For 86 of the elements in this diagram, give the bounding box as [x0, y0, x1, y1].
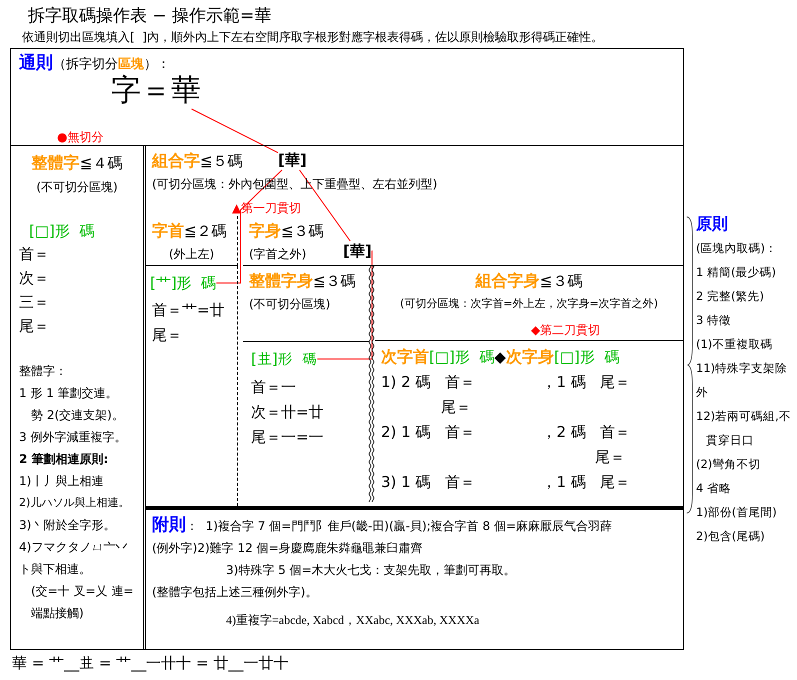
body-text: 2) 1 碼 首＝ ，2 碼 首＝: [381, 422, 630, 443]
body-text: 2)難字 12 個=身慶廌鹿朱粦龜黽兼臼肅齊: [197, 540, 423, 557]
heading-text: 次字身: [506, 346, 554, 368]
body-text: 首＝: [19, 244, 49, 265]
body-text: ≦５碼: [200, 151, 243, 172]
body-text: 2)包含(尾碼): [696, 528, 766, 545]
body-text: 2)儿ハソル與上相連。: [19, 495, 130, 511]
body-text: 2 完整(繁先): [696, 288, 765, 305]
body-text: 三＝: [19, 292, 49, 313]
body-text: 3 例外字減重複字。: [19, 429, 126, 446]
shape-code-text: [艹]形 碼: [150, 272, 216, 294]
note-text: (不可切分區塊): [249, 296, 330, 313]
heading-text: 字身: [249, 220, 281, 242]
body-text: ： 1)複合字 7 個=門鬥阝隹戶(畿-田)(贏-貝);複合字首 8 個=麻麻厭辰气合羽薛: [186, 518, 612, 535]
note-text: ▲第一刀貫切: [232, 200, 302, 217]
body-text: (例外字): [152, 540, 198, 557]
body-text: 整體字：: [19, 363, 67, 380]
body-text: 首＝一: [251, 377, 296, 398]
body-text: 4 省略: [696, 480, 732, 497]
body-text: 3)特殊字 5 個=木大火七戈：支架先取，筆劃可再取。: [226, 562, 516, 579]
formula-text: 字＝華: [111, 73, 201, 109]
heading-text: 整體字身: [249, 270, 313, 292]
body-text: 3) 1 碼 首＝ ，1 碼 尾＝: [381, 472, 630, 493]
body-text: 3 特徵: [696, 312, 732, 329]
body-text: 尾＝: [152, 325, 182, 346]
body-text: ≦４碼: [80, 153, 122, 174]
body-text: 勢 2(交連支架)。: [31, 407, 124, 424]
connector-line: [191, 108, 278, 154]
body-text: 尾＝: [441, 397, 471, 418]
heading-text: 整體字: [32, 152, 80, 174]
body-text: 次＝卄=廿: [251, 402, 324, 423]
title-text: 拆字取碼操作表 − 操作示範=華: [28, 5, 272, 27]
heading-text: 組合字: [152, 150, 200, 172]
body-text: 區塊: [118, 56, 144, 74]
heading-text: 次字首: [381, 346, 429, 368]
body-text: 1)部份(首尾間): [696, 504, 778, 521]
instruction-text: 依通則切出區塊填入[ ]內，順外內上下左右空間序取字根形對應字根表得碼，佐以原則檢驗取形得碼正確性。: [22, 29, 603, 46]
body-text: ≦３碼: [540, 271, 582, 292]
body-text: (整體字包括上述三種例外字)。: [152, 584, 318, 601]
body-text: 3)丶附於全字形。: [19, 517, 116, 534]
body-text: 次＝: [19, 268, 49, 289]
body-text: 原則: [696, 213, 728, 235]
body-text: 1 精簡(最少碼): [696, 264, 777, 281]
body-text: 1) 2 碼 首＝ ，1 碼 尾＝: [381, 372, 630, 393]
body-text: 2 筆劃相連原則:: [19, 451, 108, 468]
body-text: 尾＝: [19, 316, 49, 337]
note-text: ●無切分: [57, 129, 104, 146]
body-text: ）：: [144, 56, 170, 74]
connector-line: [299, 170, 351, 242]
body-text: （拆字切分: [53, 56, 118, 74]
note-text: ◆第二刀貫切: [531, 322, 600, 339]
body-text: 首＝艹=廿: [152, 300, 225, 321]
body-text: 尾＝: [595, 447, 625, 468]
body-text: 11)特殊字支架除外: [696, 360, 788, 401]
body-text: ≦３碼: [281, 221, 324, 242]
body-text: (1)不重複取碼: [696, 336, 774, 353]
shape-code-text: [□]形 碼: [429, 347, 494, 368]
note-text: (字首之外): [249, 246, 306, 263]
note-text: (外上左): [168, 246, 214, 263]
connector-line: [216, 170, 282, 284]
body-text: ≦３碼: [313, 271, 356, 292]
note-text: (不可切分區塊): [36, 179, 118, 196]
body-text: ≦２碼: [184, 221, 227, 242]
bracket-label: [華]: [278, 150, 307, 170]
note-text: (可切分區塊：次字首=外上左，次字身=次字首之外): [400, 296, 658, 312]
shape-code-text: [□]形 碼: [29, 221, 94, 242]
table-cell: [146, 216, 238, 266]
body-text: 1)丨丿與上相連: [19, 473, 104, 490]
bracket-label: [華]: [343, 241, 372, 261]
body-text: (交=十 叉=乂 連=端點接觸): [31, 583, 134, 622]
heading-text: 組合字身: [476, 270, 540, 292]
heading-text: 字首: [152, 220, 184, 242]
body-text: ◆: [494, 347, 506, 368]
body-text: 12)若兩可碼組,不貫穿日口: [696, 408, 792, 449]
body-text: 4)フマクタノㄩ亠丷ト與下相連。: [19, 539, 128, 578]
connector-line: [316, 250, 372, 360]
body-text: 尾＝一=一: [251, 427, 324, 448]
body-text: (2)彎角不切: [696, 456, 762, 473]
body-text: 4)重複字=abcde, Xabcd，XXabc, XXXab, XXXXa: [226, 612, 480, 629]
heading-text: 附則: [152, 514, 186, 536]
formula-text: 華 = 艹__𠀎 = 艹__一卄十 = 廿__一廿十: [12, 654, 288, 673]
shape-code-text: [□]形 碼: [554, 347, 620, 368]
shape-code-text: [𠀎]形 碼: [251, 348, 318, 370]
body-text: (區塊內取碼)：: [696, 240, 777, 257]
heading-text: 通則: [19, 52, 53, 74]
body-text: 1 形 1 筆劃交連。: [19, 385, 118, 402]
